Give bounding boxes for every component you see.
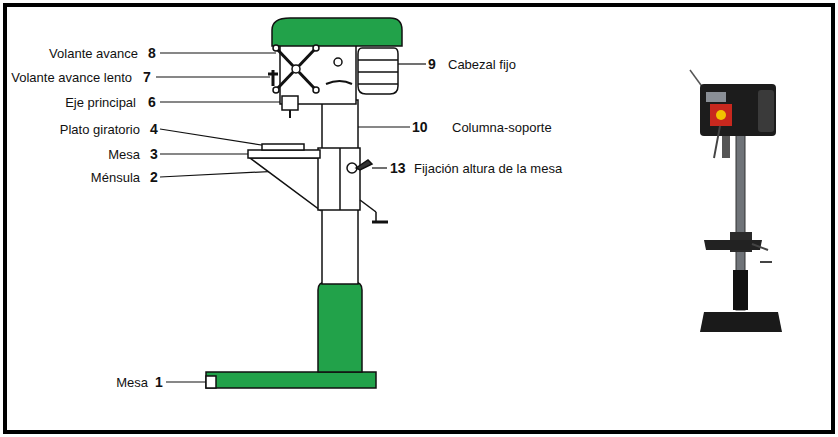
feed-wheel-spoke	[276, 48, 316, 90]
spoke-knob	[273, 87, 279, 93]
motor-rib	[358, 59, 398, 61]
part-label: Ménsula	[91, 171, 140, 184]
selector-knob	[334, 58, 342, 66]
callout-number: 2	[150, 170, 158, 184]
motor	[358, 48, 398, 94]
drill-press-photo	[690, 70, 782, 332]
callout-number: 3	[150, 147, 158, 161]
base-foot	[206, 376, 216, 388]
part-label: Eje principal	[65, 96, 136, 109]
collar-split	[339, 148, 341, 210]
callout-number: 1	[155, 375, 163, 389]
motor-rib	[358, 71, 398, 73]
photo-handle	[714, 126, 720, 158]
callout-number: 7	[143, 70, 151, 84]
photo-column-base	[733, 270, 748, 310]
leader-line	[166, 381, 206, 382]
photo-head	[700, 84, 776, 136]
callout-number: 10	[412, 120, 428, 134]
clamp-lever	[356, 160, 372, 170]
feed-wheel-hub	[292, 65, 300, 73]
photo-spindle	[722, 136, 730, 158]
callout-number: 4	[150, 122, 158, 136]
photo-switch	[710, 104, 732, 126]
photo-crank	[752, 244, 768, 250]
leader-line	[372, 167, 387, 168]
head	[268, 18, 402, 118]
callout-number: 13	[390, 161, 406, 175]
leader-line	[160, 129, 268, 146]
photo-switch-button	[716, 110, 726, 120]
callout-number: 6	[148, 95, 156, 109]
part-label: Volante avance lento	[11, 71, 132, 84]
photo-crank-handle	[760, 261, 772, 263]
leader-line	[160, 101, 283, 102]
leader-line	[160, 52, 276, 53]
leader-line	[398, 63, 426, 64]
fine-feed-wheel	[268, 70, 278, 86]
base	[206, 282, 376, 388]
table-collar	[318, 148, 360, 210]
part-label: Columna-soporte	[452, 121, 552, 134]
spoke-knob	[313, 45, 319, 51]
selector-lever	[326, 81, 352, 84]
part-label: Cabezal fijo	[448, 58, 516, 71]
callout-number: 8	[148, 46, 156, 60]
part-label: Volante avance	[49, 47, 138, 60]
part-label: Mesa	[116, 376, 148, 389]
column-base	[318, 282, 362, 372]
part-label: Fijación altura de la mesa	[414, 162, 562, 175]
motor-rib	[358, 83, 398, 85]
feed-wheel-spoke	[276, 48, 316, 90]
leader-line	[156, 76, 270, 77]
head-cover	[272, 18, 402, 46]
table	[248, 150, 320, 158]
spindle	[282, 96, 298, 110]
photo-display	[706, 92, 726, 102]
part-label: Plato giratorio	[60, 123, 140, 136]
crank-handle	[372, 221, 388, 224]
photo-pulley-cover	[758, 90, 774, 132]
rotary-plate	[262, 144, 304, 150]
leader-lines	[156, 53, 426, 382]
leader-line	[160, 153, 252, 154]
crank-shaft	[375, 212, 377, 222]
photo-base	[700, 312, 782, 332]
part-label: Mesa	[108, 148, 140, 161]
callout-number: 9	[428, 57, 436, 71]
spoke-knob	[313, 87, 319, 93]
crank-arm	[360, 200, 376, 212]
table-assembly	[248, 144, 388, 222]
frame	[5, 5, 833, 432]
spoke-knob	[273, 45, 279, 51]
spindle-tip	[289, 110, 291, 118]
base-plate	[206, 372, 376, 388]
bracket	[250, 158, 320, 210]
